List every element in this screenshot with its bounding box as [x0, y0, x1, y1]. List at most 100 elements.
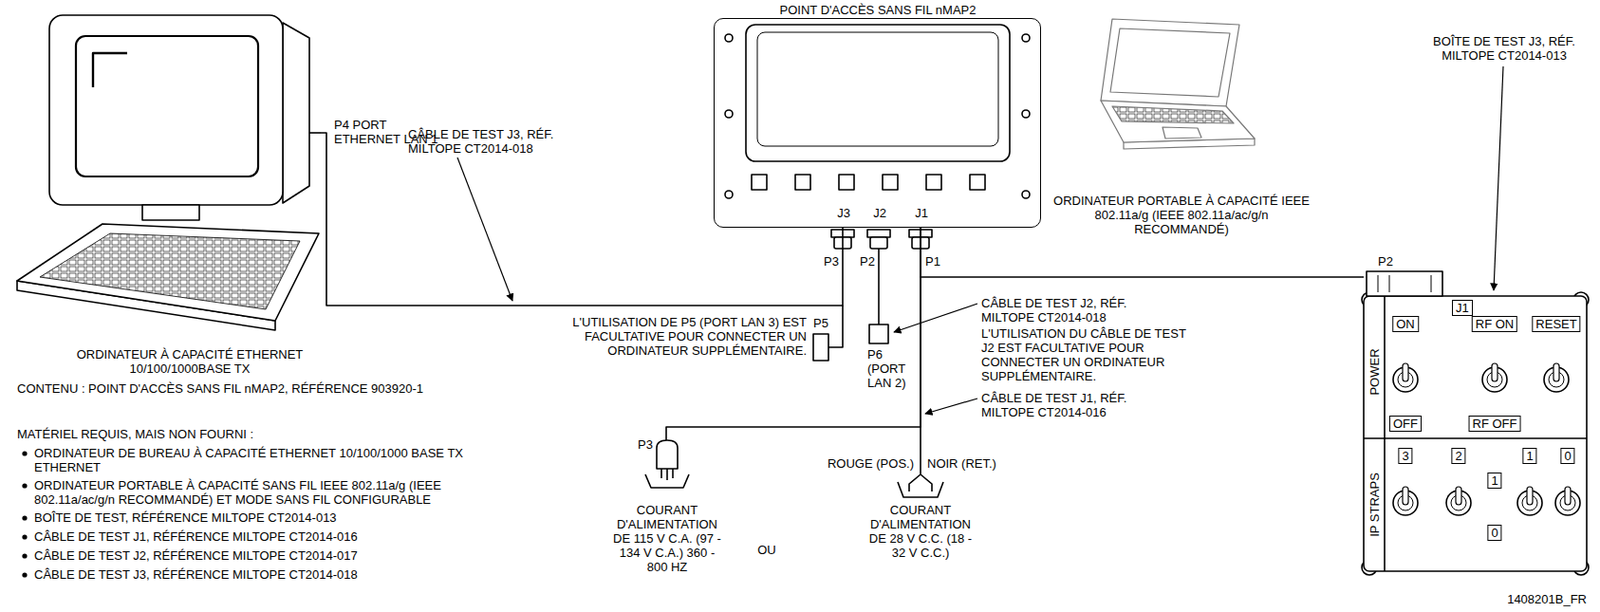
list-item: ORDINATEUR PORTABLE À CAPACITÉ SANS FIL …: [34, 478, 466, 507]
p5-wire: [828, 305, 843, 348]
panel-section: IP STRAPS: [1367, 472, 1382, 538]
test-cable: [320, 132, 843, 306]
switch-lever: [1526, 486, 1533, 505]
switch-lever: [1455, 486, 1462, 505]
connector-label: J3: [837, 205, 851, 221]
touchpad: [1162, 127, 1202, 139]
desktop-computer-node: ORDINATEUR À CAPACITÉ ETHERNET 10/100/10…: [37, 15, 321, 380]
device-caption: ORDINATEUR À CAPACITÉ ETHERNET 10/100/10…: [61, 347, 318, 376]
ac-cord: [665, 432, 668, 441]
plug-label: P2: [1377, 254, 1394, 269]
status-window: [969, 174, 986, 190]
strap-number: 3: [1397, 447, 1413, 465]
mount-hole: [725, 190, 733, 199]
laptop-screen: [1110, 28, 1230, 97]
switch-lever: [1564, 486, 1571, 505]
laptop-base: [1100, 100, 1255, 143]
screen-reflection: [93, 53, 128, 88]
test-box: [1361, 271, 1589, 576]
keyboard-keys: [39, 233, 300, 310]
toggle-switch: [1544, 363, 1569, 392]
switch-lever: [1553, 363, 1560, 382]
status-window: [926, 174, 942, 190]
cable-callout: CÂBLE DE TEST J2, RÉF. MILTOPE CT2014-01…: [981, 296, 1172, 325]
mount-hole: [1022, 34, 1030, 42]
toggle-switch: [1517, 486, 1543, 516]
list-item: CÂBLE DE TEST J3, RÉFÉRENCE MILTOPE CT20…: [34, 567, 466, 582]
list-item: BOÎTE DE TEST, RÉFÉRENCE MILTOPE CT2014-…: [34, 510, 466, 525]
toggle-switch: [1555, 486, 1581, 516]
toggle-switch: [1393, 486, 1418, 516]
conjunction: OU: [757, 542, 777, 558]
port-label: P6 (PORT LAN 2): [867, 347, 913, 391]
test-box-node: BOÎTE DE TEST J3, RÉF. MILTOPE CT2014-01…: [1363, 270, 1587, 572]
plug-rib: [1377, 275, 1379, 293]
plug-label: P3: [637, 437, 653, 452]
mount-hole: [1022, 190, 1030, 199]
dc-cord: [919, 451, 922, 475]
strap-number: 0: [1560, 447, 1575, 465]
plug-label: P3: [823, 254, 839, 269]
desktop-computer: [17, 15, 321, 331]
j2-wire: [877, 248, 880, 325]
panel-divider: [1363, 437, 1587, 440]
figure-number: 1408201B_FR: [1506, 592, 1587, 607]
monitor-side: [282, 22, 310, 204]
switch-label: RESET: [1531, 316, 1581, 333]
mount-hole: [725, 34, 733, 42]
ac-socket: [645, 474, 689, 488]
connectors: [831, 229, 932, 249]
test-cable: [919, 227, 922, 452]
dc-socket: [897, 482, 944, 498]
status-window: [838, 174, 855, 190]
box-heading: BOÎTE DE TEST J3, RÉF. MILTOPE CT2014-01…: [1416, 34, 1593, 63]
power-caption: COURANT D'ALIMENTATION DE 28 V C.C. (18 …: [864, 502, 977, 560]
optional-ports: [813, 248, 889, 361]
switch-lever: [1402, 486, 1409, 505]
dc-power-node: ROUGE (POS.)NOIR (RET.)COURANT D'ALIMENT…: [816, 451, 1025, 585]
bullet: [21, 572, 27, 577]
p5-port: [813, 334, 829, 361]
box-outline: [1363, 296, 1587, 572]
status-window: [882, 174, 898, 190]
laptop-node: ORDINATEUR PORTABLE À CAPACITÉ IEEE 802.…: [1051, 13, 1312, 257]
test-plug: [1366, 271, 1443, 297]
contents-note: CONTENU : POINT D'ACCÈS SANS FIL nMAP2, …: [17, 381, 424, 396]
leaders: [457, 66, 1504, 414]
access-point-detail: [725, 24, 1030, 199]
strap-number: 1: [1522, 447, 1537, 465]
device-title: POINT D'ACCÈS SANS FIL nMAP2: [780, 2, 977, 18]
panel-section: POWER: [1367, 348, 1382, 395]
plug-label: P2: [859, 254, 875, 269]
black-lead: [920, 474, 932, 492]
switch-lever: [1491, 363, 1498, 382]
plug-body: [656, 440, 678, 469]
bullet: [21, 483, 27, 488]
plug-rib: [1431, 275, 1433, 293]
leader-line: [1493, 66, 1504, 291]
plug-prong: [671, 468, 674, 479]
bullets: [21, 450, 27, 577]
strap-number: 1: [1487, 472, 1502, 489]
switch-label: OFF: [1389, 415, 1422, 432]
p6-port: [869, 324, 889, 344]
power-caption: COURANT D'ALIMENTATION DE 115 V C.A. (97…: [611, 502, 724, 575]
connector-label: J2: [873, 205, 887, 221]
connector-nut: [867, 229, 891, 238]
list-heading: MATÉRIEL REQUIS, MAIS NON FOURNI :: [17, 427, 254, 442]
toggle-switch: [1393, 363, 1418, 392]
monitor-bezel: [49, 15, 283, 205]
cable-stub: [309, 131, 321, 134]
plug-label: P5: [813, 316, 829, 331]
laptop-lid: [1100, 18, 1240, 107]
keyboard: [17, 223, 319, 321]
list-item: CÂBLE DE TEST J1, RÉFÉRENCE MILTOPE CT20…: [34, 529, 466, 544]
port-label: P4 PORT ETHERNET LAN 1: [334, 117, 441, 147]
plug-prong: [666, 468, 669, 481]
plug-rib: [1389, 275, 1391, 293]
plug-label: P1: [925, 254, 941, 269]
bullet: [21, 534, 27, 540]
bullet: [21, 553, 27, 559]
